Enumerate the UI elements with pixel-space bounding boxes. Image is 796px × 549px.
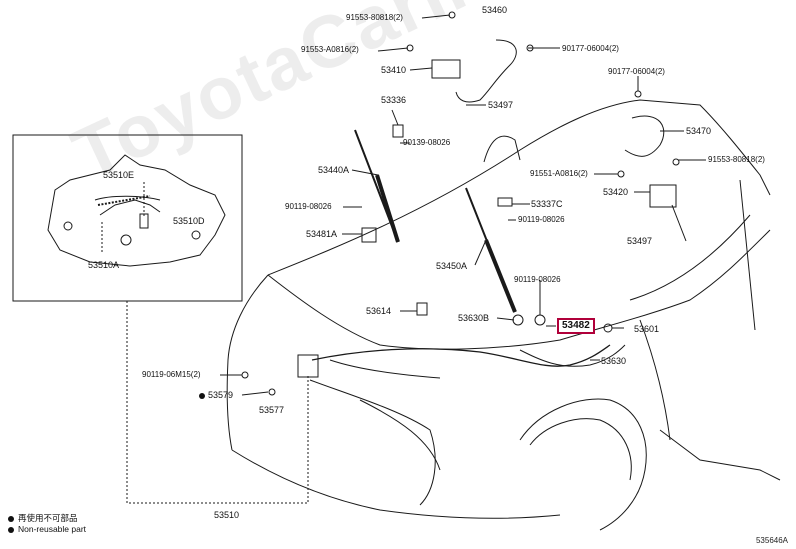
label-53481a[interactable]: 53481A [306,229,338,239]
label-90177-06004-right[interactable]: 90177-06004(2) [608,67,665,76]
legend-jp: 再使用不可部品 [8,512,78,524]
label-91553-80818-top[interactable]: 91553-80818(2) [346,13,403,22]
label-53579[interactable]: 53579 [199,390,233,400]
label-53450a[interactable]: 53450A [436,261,468,271]
legend-dot-icon [8,515,14,522]
legend-en: Non-reusable part [8,524,86,534]
label-53601[interactable]: 53601 [634,324,660,334]
legend-en-text: Non-reusable part [18,524,87,534]
legend-dot-icon [8,526,14,533]
label-91553-a0816-top[interactable]: 91553-A0816(2) [301,45,359,54]
label-90177-06004-top[interactable]: 90177-06004(2) [562,44,619,53]
label-90119-08026-a[interactable]: 90119-08026 [285,202,332,211]
label-53614[interactable]: 53614 [366,306,392,316]
label-53579-text: 53579 [208,390,234,400]
legend-jp-text: 再使用不可部品 [18,513,78,523]
label-91551-a0816[interactable]: 91551-A0816(2) [530,169,588,178]
label-53336[interactable]: 53336 [381,95,407,105]
label-53497-right[interactable]: 53497 [627,236,653,246]
non-reusable-dot-icon [199,392,205,399]
label-53510e[interactable]: 53510E [103,170,135,180]
label-90119-06m15[interactable]: 90119-06M15(2) [142,370,201,379]
label-53577[interactable]: 53577 [259,405,285,415]
label-91553-80818-right[interactable]: 91553-80818(2) [708,155,765,164]
latch-detail-box [12,134,243,302]
label-53420[interactable]: 53420 [603,187,629,197]
label-53440a[interactable]: 53440A [318,165,350,175]
label-90119-08026-b[interactable]: 90119-08026 [518,215,565,224]
label-53482-highlighted[interactable]: 53482 [557,318,595,334]
label-53510a[interactable]: 53510A [88,260,120,270]
label-53510[interactable]: 53510 [214,510,240,520]
label-53460[interactable]: 53460 [482,5,508,15]
label-53630b[interactable]: 53630B [458,313,490,323]
label-53630[interactable]: 53630 [601,356,627,366]
diagram-code: 535646A [755,536,788,545]
label-53470[interactable]: 53470 [686,126,712,136]
label-53497-top[interactable]: 53497 [488,100,514,110]
label-53337c[interactable]: 53337C [531,199,563,209]
label-90139-08026[interactable]: 90139-08026 [403,138,451,147]
label-90119-08026-c[interactable]: 90119-08026 [514,275,561,284]
label-53410[interactable]: 53410 [381,65,407,75]
label-53510d[interactable]: 53510D [173,216,205,226]
